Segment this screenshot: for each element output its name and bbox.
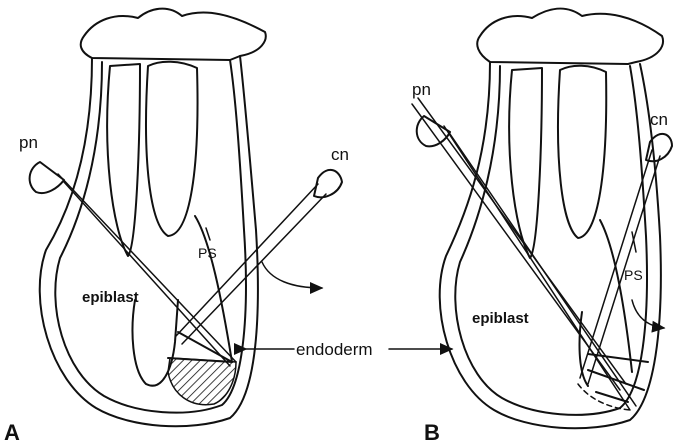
central-lobe-a [146,62,197,236]
panel-label-a: A [4,420,20,443]
pn-label-b: pn [412,80,431,99]
central-lobe-b [558,66,606,238]
embryo-head-cap-a [81,9,266,60]
incision-flap-b [588,354,648,402]
ps-label-a: PS [198,245,217,261]
cn-label-b: cn [650,110,668,129]
embryo-inner-a [55,60,246,413]
panel-label-b: B [424,420,440,443]
left-lobe-a [107,64,140,256]
embryo-head-cap-b [477,9,663,64]
cn-needle-b [580,134,672,384]
endoderm-annotation: endoderm [246,340,452,359]
cn-label-a: cn [331,145,349,164]
ps-label-b: PS [624,267,643,283]
panel-a: pn cn PS epiblast A [4,9,349,443]
ps-tick-a [206,228,210,240]
curved-arrow-a [262,262,322,288]
embryo-outer-b [440,62,661,428]
pn-needle-b [412,98,636,410]
primitive-streak-a [195,216,232,362]
epiblast-label-a: epiblast [82,289,139,306]
epiblast-label-b: epiblast [472,310,529,327]
endoderm-label: endoderm [296,340,373,359]
panel-b: pn cn PS epiblast B [412,9,672,443]
endoderm-hatched-region [168,358,236,405]
embryo-inner-b [455,66,647,415]
pn-label-a: pn [19,133,38,152]
